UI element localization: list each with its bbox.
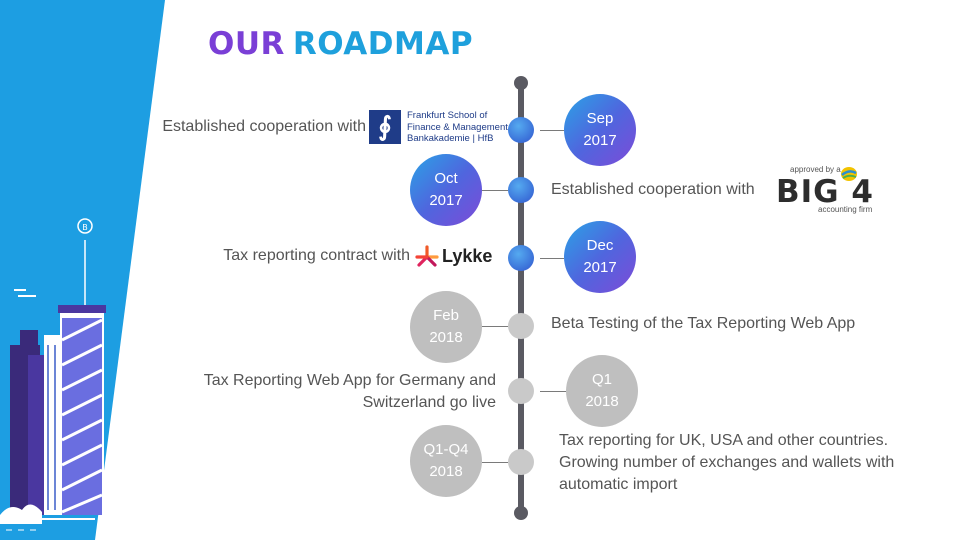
event-text-q1-q4-2018: Tax reporting for UK, USA and other coun…: [559, 430, 894, 496]
date-bubble-q1-q4-2018: Q1-Q4 2018: [410, 425, 482, 497]
svg-text:B: B: [82, 223, 88, 232]
title-word-our: OUR: [208, 26, 285, 62]
event-text-q1-2018: Tax Reporting Web App for Germany and Sw…: [170, 370, 496, 414]
frankfurt-school-logo: ∮ Frankfurt School of Finance & Manageme…: [369, 110, 508, 146]
event-text-sep-2017: Established cooperation with: [162, 118, 366, 135]
lykke-logo: Lykke: [415, 245, 497, 271]
event-text-oct-2017: Established cooperation with: [551, 181, 755, 198]
date-month: Oct: [434, 170, 458, 187]
connector-feb-2018: [482, 326, 508, 327]
date-year: 2018: [429, 329, 463, 346]
big4-logo: approved by a BIG 4 accounting firm: [776, 165, 874, 215]
timeline-dot-sep-2017: [508, 117, 534, 143]
sidebar-skyline-illustration: B: [0, 0, 165, 540]
logo-top-text: approved by a: [790, 165, 841, 174]
event-line: automatic import: [559, 476, 678, 493]
date-bubble-dec-2017: Dec 2017: [564, 221, 636, 293]
connector-q1-q4-2018: [482, 462, 508, 463]
date-month: Q1-Q4: [423, 441, 469, 458]
timeline-dot-q1-q4-2018: [508, 449, 534, 475]
frankfurt-school-mark-icon: ∮: [369, 110, 401, 144]
event-line: Growing number of exchanges and wallets …: [559, 454, 895, 471]
event-text-feb-2018: Beta Testing of the Tax Reporting Web Ap…: [551, 315, 856, 332]
event-line: Switzerland go live: [362, 394, 496, 411]
timeline-bottom-cap: [514, 506, 528, 520]
logo-bottom-text: accounting firm: [818, 205, 873, 214]
date-month: Dec: [586, 237, 614, 254]
date-year: 2017: [583, 132, 617, 149]
lykke-wordmark: Lykke: [442, 246, 493, 266]
timeline-dot-oct-2017: [508, 177, 534, 203]
date-bubble-feb-2018: Feb 2018: [410, 291, 482, 363]
timeline-top-cap: [514, 76, 528, 90]
date-year: 2018: [429, 463, 463, 480]
title-word-roadmap: ROADMAP: [292, 26, 474, 62]
date-month: Feb: [433, 307, 459, 324]
date-month: Q1: [591, 371, 612, 388]
date-year: 2017: [583, 259, 617, 276]
logo-main-text: BIG 4: [776, 174, 874, 210]
connector-dec-2017: [540, 258, 564, 259]
logo-line: Bankakademie | HfB: [407, 133, 494, 144]
globe-icon: [841, 167, 857, 181]
lykke-star-icon: [415, 245, 439, 267]
event-line: Tax reporting for UK, USA and other coun…: [559, 432, 889, 449]
timeline-line: [518, 82, 524, 514]
logo-line: Frankfurt School of: [407, 110, 488, 121]
date-bubble-oct-2017: Oct 2017: [410, 154, 482, 226]
date-bubble-sep-2017: Sep 2017: [564, 94, 636, 166]
timeline-dot-q1-2018: [508, 378, 534, 404]
event-text-dec-2017: Tax reporting contract with: [223, 247, 410, 264]
connector-q1-2018: [540, 391, 566, 392]
date-bubble-q1-2018: Q1 2018: [566, 355, 638, 427]
connector-sep-2017: [540, 130, 564, 131]
timeline-dot-dec-2017: [508, 245, 534, 271]
event-line: Tax Reporting Web App for Germany and: [203, 372, 496, 389]
logo-line: Finance & Management: [407, 121, 508, 133]
date-year: 2018: [585, 393, 619, 410]
date-month: Sep: [586, 110, 614, 127]
date-year: 2017: [429, 192, 463, 209]
timeline-dot-feb-2018: [508, 313, 534, 339]
connector-oct-2017: [482, 190, 508, 191]
